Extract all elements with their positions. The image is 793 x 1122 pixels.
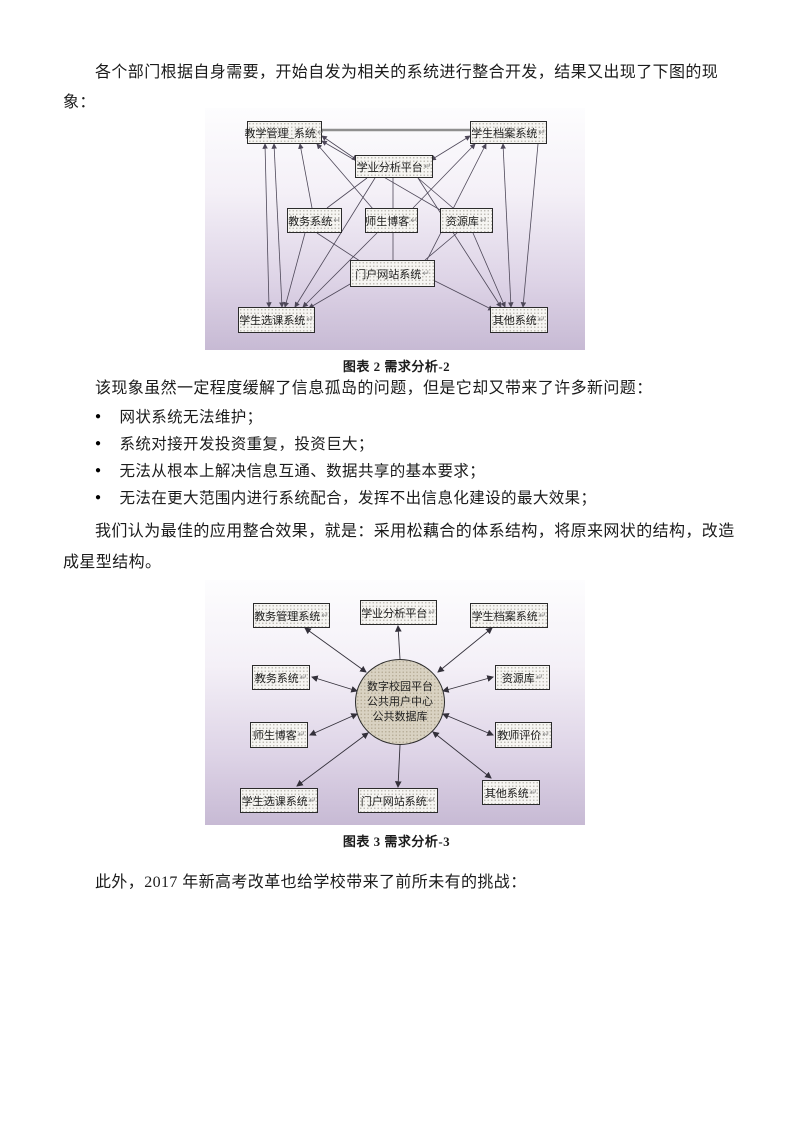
paragraph-mark-icon: ↵ bbox=[423, 161, 432, 172]
paragraph-problems-intro: 该现象虽然一定程度缓解了信息孤岛的问题，但是它却又带来了许多新问题： bbox=[95, 380, 653, 397]
list-item: ● 无法从根本上解决信息互通、数据共享的基本要求； bbox=[95, 460, 735, 480]
node-label: 其他系统 bbox=[484, 787, 529, 800]
diagram2-node-blog: 师生博客↵ bbox=[250, 722, 308, 748]
list-item: ● 网状系统无法维护； bbox=[95, 406, 735, 426]
paragraph-mark-icon: ↵ bbox=[537, 315, 546, 325]
diagram1-node-blog: 师生博客↵ bbox=[365, 208, 418, 233]
paragraph-mark-icon: ↵ bbox=[299, 672, 308, 683]
paragraph-gaokao: 此外，2017 年新高考改革也给学校带来了前所未有的挑战： bbox=[95, 874, 527, 891]
node-label: 学生档案系统 bbox=[471, 127, 538, 140]
paragraph-intro: 各个部门根据自身需要，开始自发为相关的系统进行整合开发，结果又出现了下图的现象： bbox=[63, 64, 719, 111]
diagram2-node-academic-analysis: 学业分析平台↵ bbox=[360, 600, 437, 625]
list-item-text: 网状系统无法维护； bbox=[119, 409, 263, 426]
paragraph-mark-icon: ↵ bbox=[542, 730, 550, 740]
diagram2-node-resource-lib: 资源库↵ bbox=[495, 665, 550, 690]
bullet-icon: ● bbox=[95, 491, 102, 503]
paragraph-mark-icon: ↵ bbox=[410, 215, 418, 226]
diagram1-connection-lines bbox=[262, 128, 539, 311]
diagram2-node-academic-affairs: 教务系统↵ bbox=[252, 665, 310, 690]
bullet-icon: ● bbox=[95, 464, 102, 476]
paragraph-mark-icon: ↵ bbox=[422, 268, 430, 279]
paragraph-mark-icon: ↵ bbox=[428, 607, 436, 618]
hub-line: 公共数据库 bbox=[372, 710, 428, 723]
figure-caption-2: 图表 2 需求分析-2 bbox=[342, 359, 451, 374]
diagram2-node-course-selection: 学生选课系统↵ bbox=[240, 788, 318, 813]
bullet-icon: ● bbox=[95, 437, 102, 449]
node-label: 学生选课系统 bbox=[239, 315, 306, 327]
paragraph-mark-icon: ↵ bbox=[538, 127, 546, 138]
paragraph-mark-icon: ↵ bbox=[316, 127, 325, 138]
node-label: 门户网站系统 bbox=[355, 268, 422, 281]
paragraph-mark-icon: ↵ bbox=[333, 215, 341, 226]
diagram1-node-student-archive: 学生档案系统↵ bbox=[470, 121, 547, 144]
node-label: 学业分析平台 bbox=[356, 161, 423, 174]
node-label: 学生选课系统 bbox=[241, 795, 308, 808]
hub-line: 数字校园平台 bbox=[367, 680, 433, 693]
diagram1-node-course-selection: 学生选课系统↵ bbox=[238, 307, 315, 333]
diagram2-node-student-archive: 学生档案系统↵ bbox=[470, 603, 548, 628]
paragraph-mark-icon: ↵ bbox=[529, 787, 538, 798]
node-label: 师生博客 bbox=[365, 215, 410, 228]
list-item-text: 系统对接开发投资重复，投资巨大； bbox=[119, 436, 374, 453]
paragraph-mark-icon: ↵ bbox=[538, 610, 547, 621]
list-item: ● 无法在更大范围内进行系统配合，发挥不出信息化建设的最大效果； bbox=[95, 487, 735, 507]
paragraph-mark-icon: ↵ bbox=[535, 672, 544, 683]
node-label: 资源库 bbox=[501, 672, 535, 685]
issue-list: ● 网状系统无法维护； ● 系统对接开发投资重复，投资巨大； ● 无法从根本上解决信息… bbox=[95, 406, 735, 514]
paragraph-mark-icon: ↵ bbox=[479, 215, 488, 226]
paragraph-mark-icon: ↵ bbox=[306, 315, 314, 325]
list-item-text: 无法在更大范围内进行系统配合，发挥不出信息化建设的最大效果； bbox=[119, 490, 597, 507]
diagram1-node-academic-analysis: 学业分析平台↵ bbox=[355, 155, 433, 178]
paragraph-mark-icon: ↵ bbox=[321, 610, 329, 621]
node-label: 教师评价 bbox=[497, 730, 542, 742]
paragraph-mark-icon: ↵ bbox=[308, 795, 317, 806]
node-label: 教务系统 bbox=[254, 672, 299, 685]
bullet-icon: ● bbox=[95, 410, 102, 422]
list-item: ● 系统对接开发投资重复，投资巨大； bbox=[95, 433, 735, 453]
diagram1-node-resource-lib: 资源库↵ bbox=[440, 208, 493, 233]
diagram-mesh-structure: 教学管理_系统↵ 学生档案系统↵ 学业分析平台↵ 教务系统↵ 师生博客↵ 资源库… bbox=[205, 108, 585, 350]
node-label: 学业分析平台 bbox=[361, 607, 428, 620]
node-label: 教务管理系统 bbox=[254, 610, 321, 623]
paragraph-solution: 我们认为最佳的应用整合效果，就是：采用松藕合的体系结构，将原来网状的结构，改造成… bbox=[63, 523, 735, 571]
diagram2-center-hub: 数字校园平台 公共用户中心 公共数据库 bbox=[355, 659, 445, 745]
paragraph-mark-icon: ↵ bbox=[297, 730, 306, 740]
diagram-star-structure: 数字校园平台 公共用户中心 公共数据库 教务管理系统↵ 学业分析平台↵ 学生档案… bbox=[205, 580, 585, 825]
node-label: 师生博客 bbox=[252, 730, 297, 742]
node-label: 门户网站系统 bbox=[360, 795, 427, 808]
list-item-text: 无法从根本上解决信息互通、数据共享的基本要求； bbox=[119, 463, 486, 480]
diagram1-node-other-systems: 其他系统↵ bbox=[490, 307, 548, 333]
diagram1-node-academic-affairs: 教务系统↵ bbox=[287, 208, 342, 233]
paragraph-mark-icon: ↵ bbox=[427, 795, 436, 806]
diagram1-node-portal: 门户网站系统↵ bbox=[350, 260, 435, 287]
diagram2-node-academic-mgmt: 教务管理系统↵ bbox=[253, 603, 330, 628]
node-label: 教务系统 bbox=[288, 215, 333, 228]
diagram2-node-portal: 门户网站系统↵ bbox=[358, 788, 438, 813]
diagram2-connection-lines bbox=[296, 624, 494, 789]
hub-line: 公共用户中心 bbox=[367, 695, 433, 708]
node-label: 教学管理_系统 bbox=[244, 127, 316, 140]
diagram2-node-other-systems: 其他系统↵ bbox=[482, 780, 540, 805]
node-label: 资源库 bbox=[445, 215, 479, 228]
diagram1-node-teaching-mgmt: 教学管理_系统↵ bbox=[244, 121, 325, 144]
diagram2-node-teacher-eval: 教师评价↵ bbox=[495, 722, 552, 748]
figure-caption-3: 图表 3 需求分析-3 bbox=[342, 834, 451, 849]
node-label: 学生档案系统 bbox=[471, 610, 538, 623]
node-label: 其他系统 bbox=[492, 315, 537, 327]
